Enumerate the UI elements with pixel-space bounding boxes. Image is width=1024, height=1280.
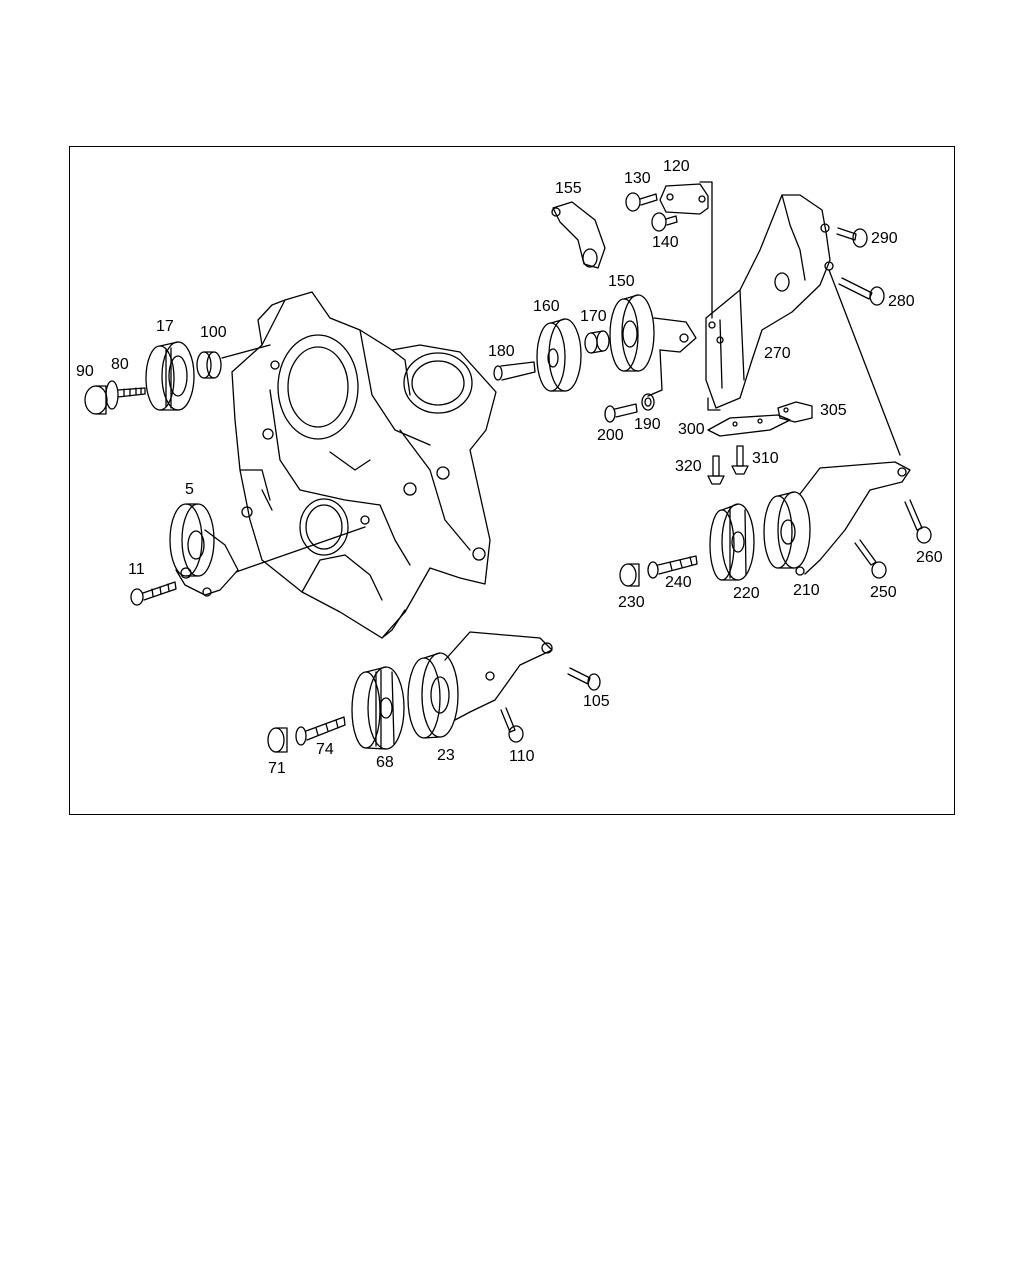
leader-line-5 [235, 526, 366, 573]
bolt-80 [105, 380, 146, 410]
washer-190 [641, 393, 655, 411]
part-label-300: 300 [678, 421, 705, 438]
part-label-23: 23 [437, 747, 455, 764]
bolt-280 [838, 277, 885, 306]
pulley-17 [145, 341, 195, 411]
pulley-160 [536, 318, 582, 392]
part-label-270: 270 [764, 345, 791, 362]
pulley-68 [351, 666, 405, 750]
leader-line-120 [699, 181, 713, 319]
part-label-180: 180 [488, 343, 515, 360]
part-label-320: 320 [675, 458, 702, 475]
bolt-140 [651, 212, 678, 232]
part-label-220: 220 [733, 585, 760, 602]
leader-line-100 [221, 344, 271, 359]
part-label-150: 150 [608, 273, 635, 290]
part-label-155: 155 [555, 180, 582, 197]
pulley-220 [709, 503, 755, 581]
part-label-190: 190 [634, 416, 661, 433]
tensioner-5 [169, 503, 239, 597]
part-label-240: 240 [665, 574, 692, 591]
idler-23 [407, 631, 553, 739]
part-label-130: 130 [624, 170, 651, 187]
timing-case-cover [231, 291, 497, 639]
plate-300 [707, 414, 791, 437]
cap-230 [619, 563, 640, 587]
part-label-71: 71 [268, 760, 286, 777]
part-label-68: 68 [376, 754, 394, 771]
part-label-305: 305 [820, 402, 847, 419]
plate-305 [777, 401, 813, 423]
bracket-155 [551, 201, 606, 269]
spacer-170 [584, 330, 610, 354]
part-label-11: 11 [128, 561, 145, 578]
bolt-130 [625, 192, 658, 212]
bolt-105 [567, 667, 601, 691]
part-label-17: 17 [156, 318, 174, 335]
bolt-250 [854, 539, 887, 579]
diagram-frame [69, 146, 955, 815]
part-label-90: 90 [76, 363, 94, 380]
part-label-100: 100 [200, 324, 227, 341]
part-label-310: 310 [752, 450, 779, 467]
part-label-160: 160 [533, 298, 560, 315]
part-label-230: 230 [618, 594, 645, 611]
bolt-180 [493, 361, 536, 381]
part-label-290: 290 [871, 230, 898, 247]
part-label-250: 250 [870, 584, 897, 601]
bolt-74 [295, 716, 346, 746]
spacer-100 [196, 351, 222, 379]
bolt-240 [647, 555, 698, 579]
part-label-74: 74 [316, 741, 334, 758]
bolt-110 [500, 707, 524, 743]
bolt-290 [836, 227, 868, 248]
bracket-270 [705, 194, 834, 411]
idler-210 [763, 461, 911, 576]
part-label-110: 110 [509, 748, 535, 765]
plate-120 [659, 183, 709, 215]
cap-90 [84, 385, 108, 415]
stud-310 [731, 445, 749, 475]
bolt-11 [130, 581, 177, 606]
leader-line-150 [647, 349, 663, 397]
part-label-5: 5 [185, 481, 194, 498]
stud-320 [707, 455, 725, 485]
cap-71 [267, 727, 288, 753]
part-label-200: 200 [597, 427, 624, 444]
bolt-200 [604, 403, 638, 423]
part-label-80: 80 [111, 356, 129, 373]
part-label-170: 170 [580, 308, 607, 325]
idler-150 [609, 294, 697, 372]
part-label-260: 260 [916, 549, 943, 566]
part-label-280: 280 [888, 293, 915, 310]
part-label-120: 120 [663, 158, 690, 175]
bolt-260 [904, 499, 932, 544]
part-label-140: 140 [652, 234, 679, 251]
part-label-105: 105 [583, 693, 610, 710]
part-label-210: 210 [793, 582, 820, 599]
leader-line-270 [828, 269, 901, 456]
